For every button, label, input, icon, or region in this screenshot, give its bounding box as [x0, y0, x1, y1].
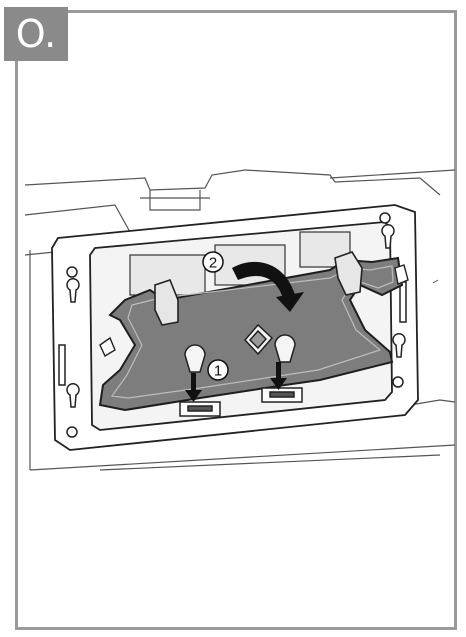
left-rail-holes	[58, 266, 80, 438]
housing-outline	[24, 169, 456, 471]
side-brackets	[99, 264, 409, 358]
right-rail-holes	[379, 212, 407, 388]
latch-tabs	[154, 251, 363, 326]
edge-mark	[432, 279, 439, 284]
bottom-hooks	[184, 334, 296, 373]
center-marker	[243, 323, 274, 356]
bottom-clips	[179, 387, 303, 417]
callout-1: 1	[207, 359, 229, 381]
down-arrow-icon	[185, 362, 287, 402]
step-badge: O.	[4, 7, 68, 61]
callout-1-label: 1	[214, 363, 222, 380]
callout-2: 2	[202, 251, 224, 273]
figure-frame	[15, 10, 457, 630]
callout-2-label: 2	[209, 255, 217, 272]
curved-arrow-icon	[232, 261, 304, 312]
